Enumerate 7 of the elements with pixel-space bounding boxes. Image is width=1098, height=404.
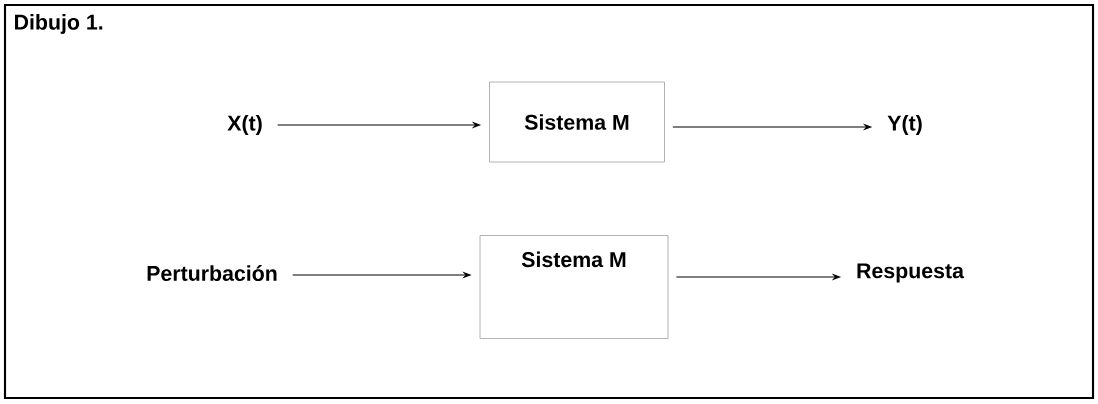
system-box: Sistema M — [489, 81, 665, 163]
title: Dibujo 1. — [15, 14, 103, 34]
system-box: Sistema M — [479, 235, 669, 339]
variable-label: Y(t) — [887, 115, 922, 135]
variable-label: X(t) — [227, 115, 262, 135]
variable-label: Respuesta — [857, 263, 965, 283]
variable-label: Perturbación — [147, 265, 277, 281]
